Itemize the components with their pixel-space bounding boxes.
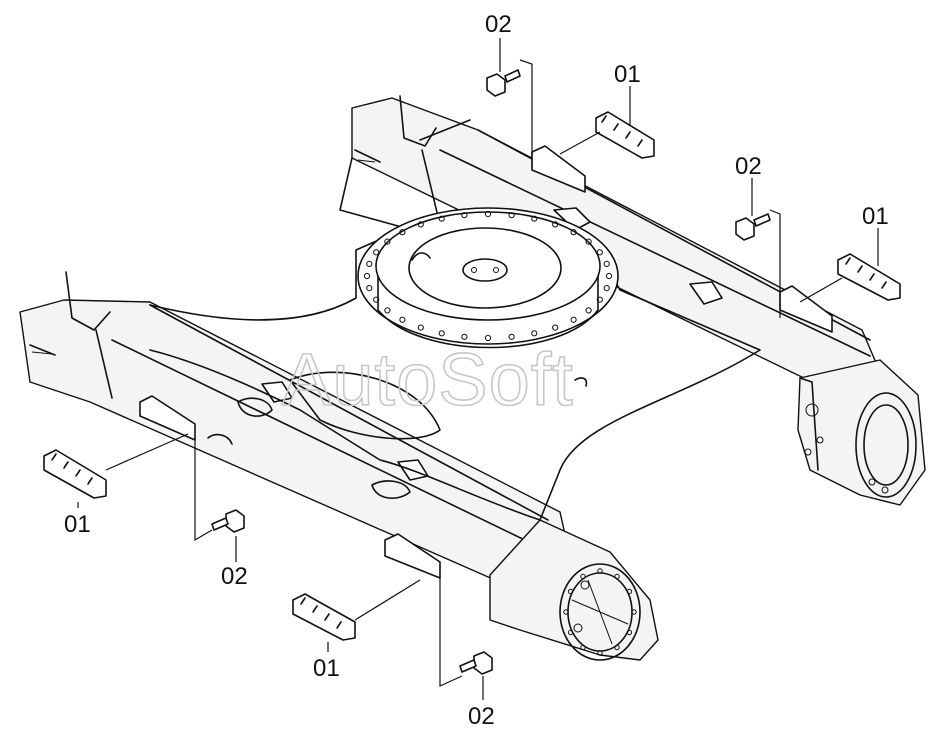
part-02-bolt-top [486, 69, 521, 97]
bolt-hole [603, 260, 610, 267]
bolt-hole [605, 272, 613, 280]
bolt-hole [596, 296, 603, 303]
right-side-frame [339, 95, 926, 506]
part-02-bolt-left [211, 509, 245, 533]
hub-bolt-hole [580, 644, 586, 651]
bolt-hole [603, 285, 610, 292]
bolt-hole [399, 316, 406, 323]
callout-label-01: 01 [313, 655, 340, 682]
callout-label-01: 01 [64, 511, 91, 538]
hub-bolt-hole [626, 588, 633, 595]
hub-bolt-hole [614, 573, 620, 580]
callout-label-02: 02 [485, 11, 512, 38]
bolt-hole [508, 333, 515, 340]
bolt-hole [552, 324, 559, 331]
hub-bolt-hole [631, 609, 637, 615]
watermark-text: AutoSoft [282, 338, 574, 421]
callout-label-02: 02 [221, 563, 248, 590]
bolt-hole [596, 249, 603, 256]
bolt-hole [399, 229, 406, 236]
bolt-hole [438, 215, 445, 222]
callout-label-02: 02 [468, 703, 495, 730]
callout-label-01: 01 [862, 203, 889, 230]
hub-bolt-hole [563, 609, 569, 615]
part-01-guard-left [43, 449, 107, 499]
hub-bolt-hole [614, 644, 620, 651]
part-02-bolt-right [735, 213, 771, 241]
part-02-bolt-bottom [459, 651, 493, 675]
hub-bolt-hole [597, 568, 603, 574]
callout-label-02: 02 [735, 153, 762, 180]
left-side-frame [19, 271, 659, 661]
hub-bolt-hole [567, 588, 574, 595]
bolt-hole [373, 249, 380, 256]
turntable-bolt-holes [363, 210, 637, 656]
bolt-hole [461, 333, 468, 340]
bolt-hole [461, 212, 468, 219]
bolt-hole [366, 285, 373, 292]
bolt-hole [552, 221, 559, 228]
bolt-hole [373, 296, 380, 303]
bolt-hole [531, 215, 538, 222]
leader-lines [77, 38, 879, 700]
bolt-hole [384, 238, 391, 245]
bolt-hole [484, 334, 492, 342]
hub-bolt-hole [567, 629, 574, 636]
hub-bolt-hole [626, 629, 633, 636]
bolt-hole [363, 272, 371, 280]
part-01-guard-top-right [595, 111, 655, 159]
bolt-hole [531, 330, 538, 337]
bolt-hole [570, 316, 577, 323]
hub-bolt-hole [580, 573, 586, 580]
bolt-hole [438, 330, 445, 337]
bolt-hole [417, 221, 424, 228]
part-01-guard-right [837, 253, 901, 301]
bolt-hole [585, 238, 592, 245]
bolt-hole [417, 324, 424, 331]
callout-label-01: 01 [614, 61, 641, 88]
bolt-hole [484, 210, 492, 218]
hub-bolt-hole [597, 650, 603, 656]
bolt-hole [570, 229, 577, 236]
bolt-hole [384, 307, 391, 314]
part-01-guard-bottom [292, 593, 356, 641]
bolt-hole [585, 307, 592, 314]
bolt-hole [508, 212, 515, 219]
center-frame [149, 207, 761, 521]
bolt-hole [366, 260, 373, 267]
